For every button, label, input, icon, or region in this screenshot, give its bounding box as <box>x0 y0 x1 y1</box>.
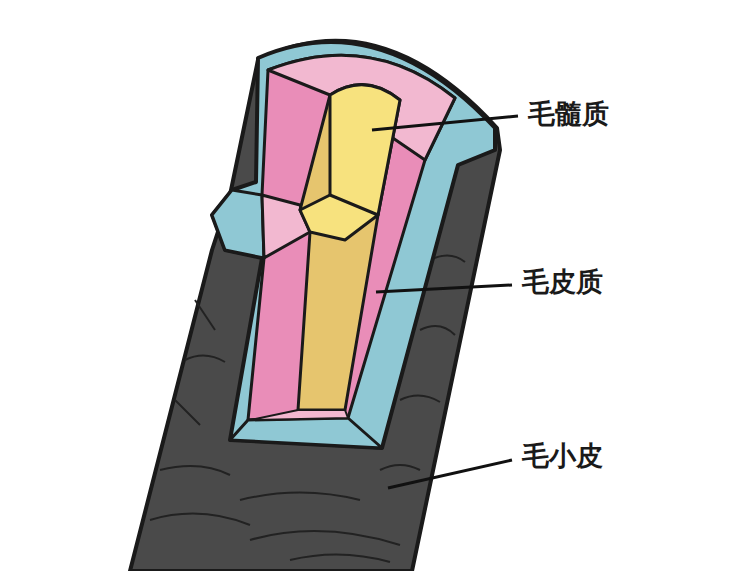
leader-line <box>372 116 518 130</box>
part-label: 毛髓质 <box>528 98 609 130</box>
part-label: 毛皮质 <box>522 266 603 298</box>
leader-line <box>388 460 512 488</box>
leader-line <box>376 285 512 292</box>
part-label: 毛小皮 <box>522 440 603 472</box>
